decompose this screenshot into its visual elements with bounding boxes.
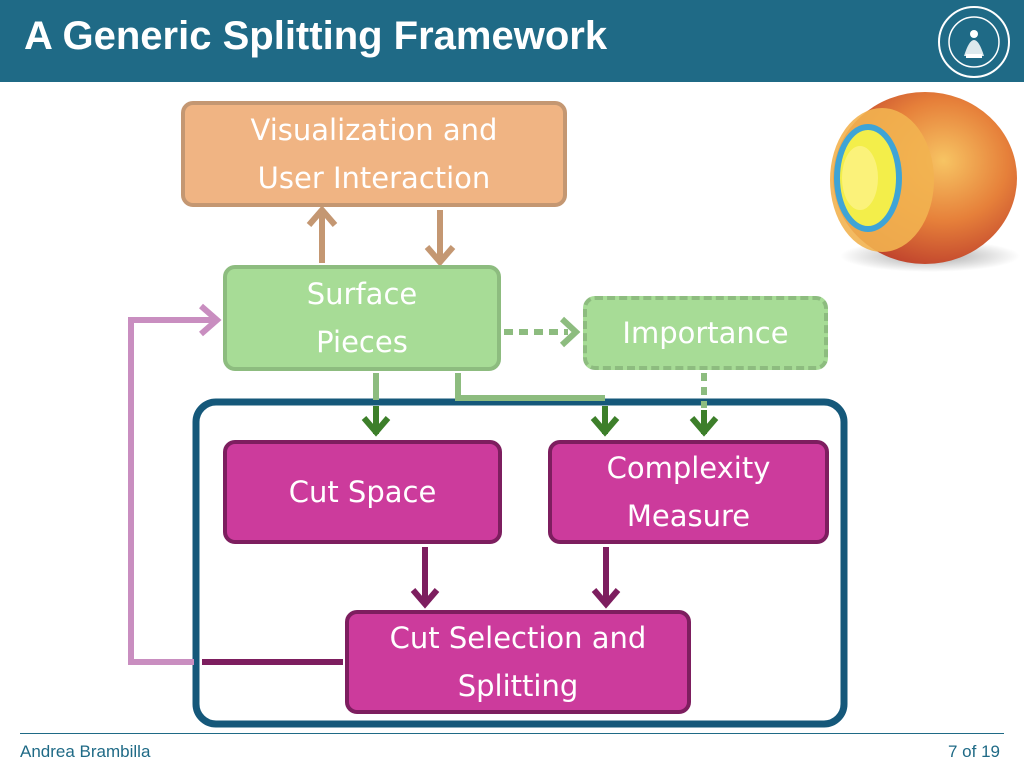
process-container: [192, 398, 848, 728]
arrow-complexity-to-selection: [591, 547, 621, 609]
node-cut-selection: Cut Selection and Splitting: [345, 610, 691, 714]
framework-diagram: [128, 205, 848, 728]
arrow-surface-to-cut-space: [361, 373, 391, 437]
split-apple-image: [830, 92, 1020, 272]
footer-page-number: 7 of 19: [948, 742, 1000, 761]
arrow-surface-to-vis: [306, 205, 338, 263]
arrow-vis-to-surface: [424, 210, 456, 267]
arrow-surface-to-importance: [504, 316, 581, 348]
node-surface-pieces-label: Surface Pieces: [306, 277, 418, 359]
node-cut-space: Cut Space: [223, 440, 502, 544]
node-complexity-measure-label: Complexity Measure: [606, 451, 771, 533]
arrow-surface-to-complexity: [455, 373, 620, 437]
arrow-importance-to-complexity: [689, 373, 719, 437]
node-cut-selection-label: Cut Selection and Splitting: [389, 621, 647, 703]
node-complexity-measure: Complexity Measure: [548, 440, 829, 544]
slide-title: A Generic Splitting Framework: [24, 14, 608, 58]
footer-author: Andrea Brambilla: [20, 742, 151, 761]
arrow-cut-space-to-selection: [410, 547, 440, 609]
node-importance: Importance: [583, 296, 828, 370]
node-visualization-label: Visualization and User Interaction: [250, 113, 498, 195]
node-importance-label: Importance: [622, 316, 789, 350]
node-cut-space-label: Cut Space: [288, 475, 437, 509]
node-surface-pieces: Surface Pieces: [223, 265, 501, 371]
university-seal-logo: [938, 6, 1010, 78]
slide-header: A Generic Splitting Framework: [0, 0, 1024, 85]
arrow-feedback-to-surface: [128, 303, 343, 665]
footer-divider: [20, 733, 1004, 734]
node-visualization: Visualization and User Interaction: [181, 101, 567, 207]
